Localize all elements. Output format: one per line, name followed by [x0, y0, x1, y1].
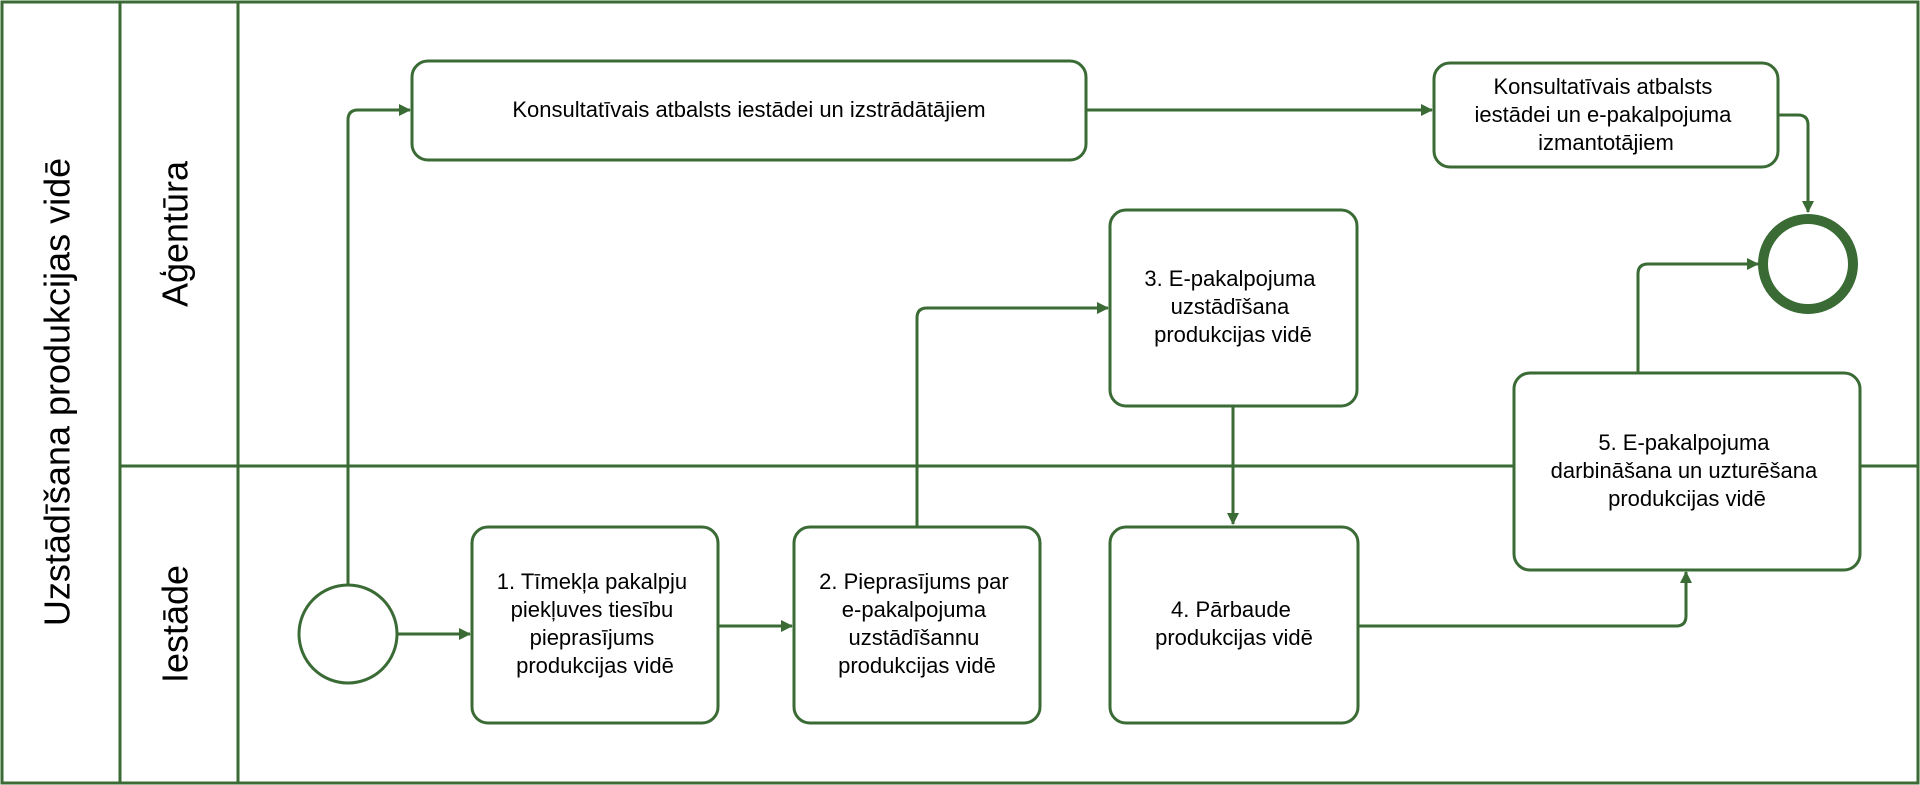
task-step5-operation[interactable]: 5. E-pakalpojuma darbināšana un uzturēša…	[1512, 371, 1862, 572]
task-label: 3. E-pakalpojuma uzstādīšana produkcijas…	[1144, 266, 1321, 347]
flow-start-to-consult	[346, 104, 411, 586]
sequence-flows	[346, 104, 1814, 640]
start-event[interactable]	[297, 583, 399, 685]
lane-title-institution: Iestāde	[155, 565, 196, 683]
task-step4-verification[interactable]: 4. Pārbaude produkcijas vidē	[1108, 525, 1360, 725]
flow-step2-to-step3	[915, 302, 1109, 526]
task-consult-agency[interactable]: Konsultatīvais atbalsts iestādei un izst…	[410, 59, 1088, 162]
flow-step5-to-end	[1636, 258, 1759, 372]
task-label: Konsultatīvais atbalsts iestādei un izst…	[512, 97, 985, 122]
pool-title: Uzstādīšana produkcijas vidē	[37, 158, 78, 626]
flow-consult-users-to-end	[1778, 113, 1814, 213]
task-label: Konsultatīvais atbalsts iestādei un e-pa…	[1475, 74, 1738, 155]
task-label: 4. Pārbaude produkcijas vidē	[1155, 597, 1313, 650]
lane-title-agency: Aģentūra	[155, 160, 196, 307]
task-step3-install[interactable]: 3. E-pakalpojuma uzstādīšana produkcijas…	[1108, 208, 1359, 408]
task-label: 5. E-pakalpojuma darbināšana un uzturēša…	[1551, 430, 1824, 511]
task-label: 1. Tīmekļa pakalpju piekļuves tiesību pi…	[497, 569, 694, 678]
flow-step4-to-step5	[1358, 571, 1692, 628]
end-event[interactable]	[1758, 214, 1858, 314]
task-label: 2. Pieprasījums par e-pakalpojuma uzstād…	[819, 569, 1015, 678]
task-step1-access-request[interactable]: 1. Tīmekļa pakalpju piekļuves tiesību pi…	[470, 525, 720, 725]
task-step2-install-request[interactable]: 2. Pieprasījums par e-pakalpojuma uzstād…	[792, 525, 1042, 725]
task-consult-users[interactable]: Konsultatīvais atbalsts iestādei un e-pa…	[1432, 61, 1780, 169]
